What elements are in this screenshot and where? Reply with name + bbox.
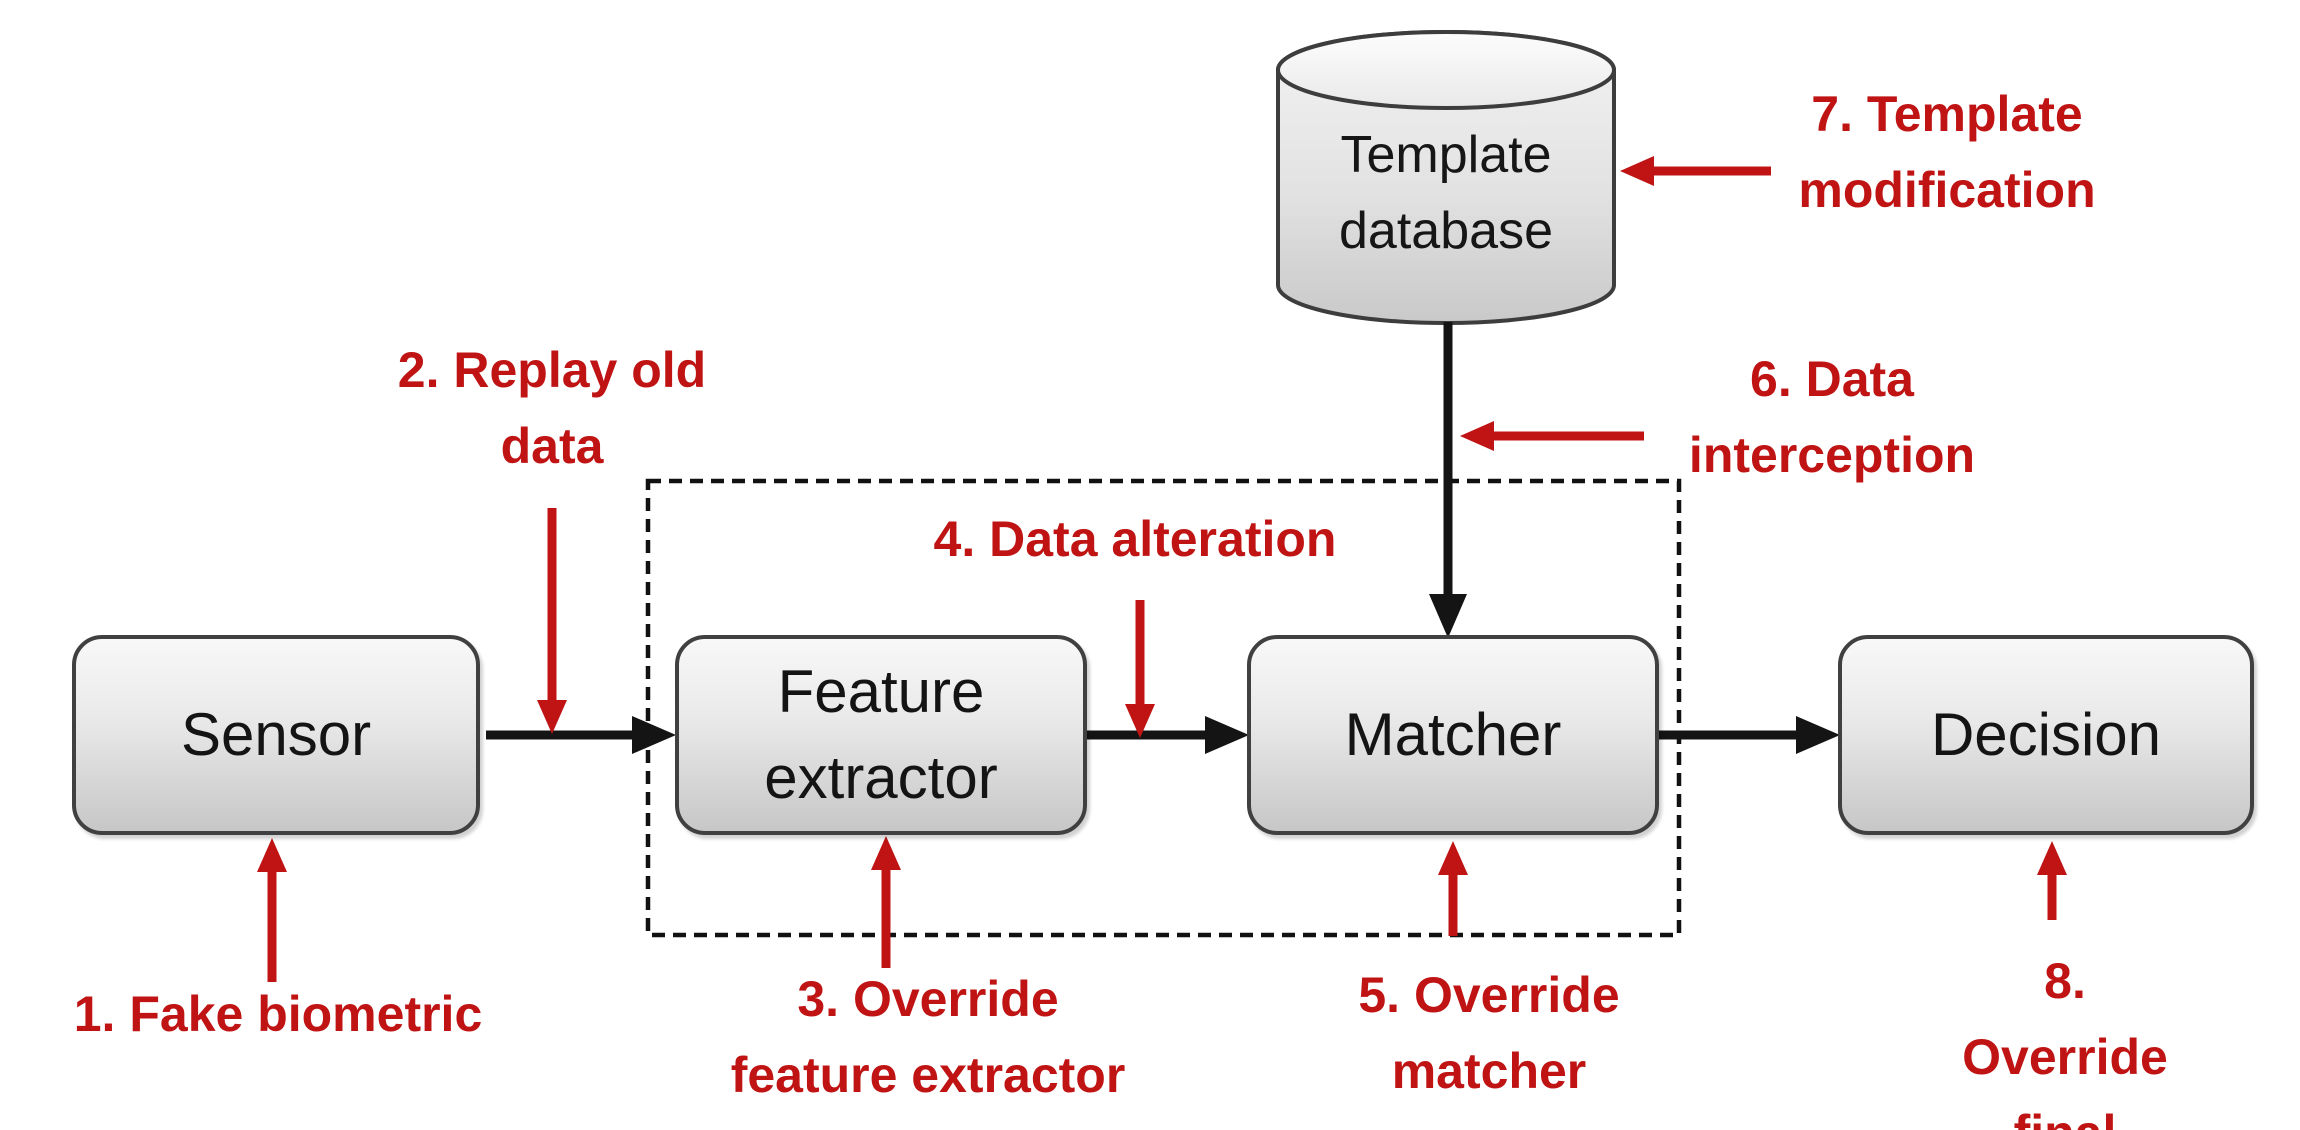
attack-label-3-override-feature-extractor: 3. Override feature extractor — [730, 971, 1126, 1103]
feature-extractor-box: Feature extractor — [675, 635, 1087, 835]
attack-label-1-fake-biometric: 1. Fake biometric — [73, 986, 483, 1042]
decision-box: Decision — [1838, 635, 2254, 835]
attack-label-2-replay-old-data: 2. Replay old data — [397, 342, 707, 474]
attack-label-5-override-matcher: 5. Override matcher — [1358, 967, 1620, 1099]
attack-arrow-5-override-matcher — [1438, 841, 1468, 936]
connector-matcher-to-decision — [1657, 716, 1840, 754]
attack-label-4-data-alteration: 4. Data alteration — [933, 511, 1337, 567]
connector-feature-extractor-to-matcher — [1085, 716, 1249, 754]
attack-arrow-8-override-final-decision — [2037, 841, 2067, 920]
attack-label-8-override-final-decision: 8. Override final decision — [1962, 953, 2168, 1130]
template-database-label: Template database — [1339, 126, 1553, 260]
attack-arrow-3-override-feature-extractor — [871, 836, 901, 968]
attack-arrow-6-data-interception — [1460, 421, 1644, 451]
attack-arrow-4-data-alteration — [1125, 600, 1155, 738]
template-database-cylinder — [1276, 30, 1616, 325]
attack-arrow-2-replay-old-data — [537, 508, 567, 734]
matcher-box: Matcher — [1247, 635, 1659, 835]
inner-modules-dashed-boundary — [645, 478, 1682, 938]
attack-arrow-1-fake-biometric — [257, 838, 287, 982]
connector-database-to-matcher — [1429, 322, 1467, 638]
connector-sensor-to-feature-extractor — [486, 716, 676, 754]
attack-label-7-template-modification: 7. Template modification — [1798, 86, 2096, 218]
sensor-box: Sensor — [72, 635, 480, 835]
attack-label-6-data-interception: 6. Data interception — [1688, 351, 1976, 483]
attack-arrow-7-template-modification — [1620, 156, 1771, 186]
